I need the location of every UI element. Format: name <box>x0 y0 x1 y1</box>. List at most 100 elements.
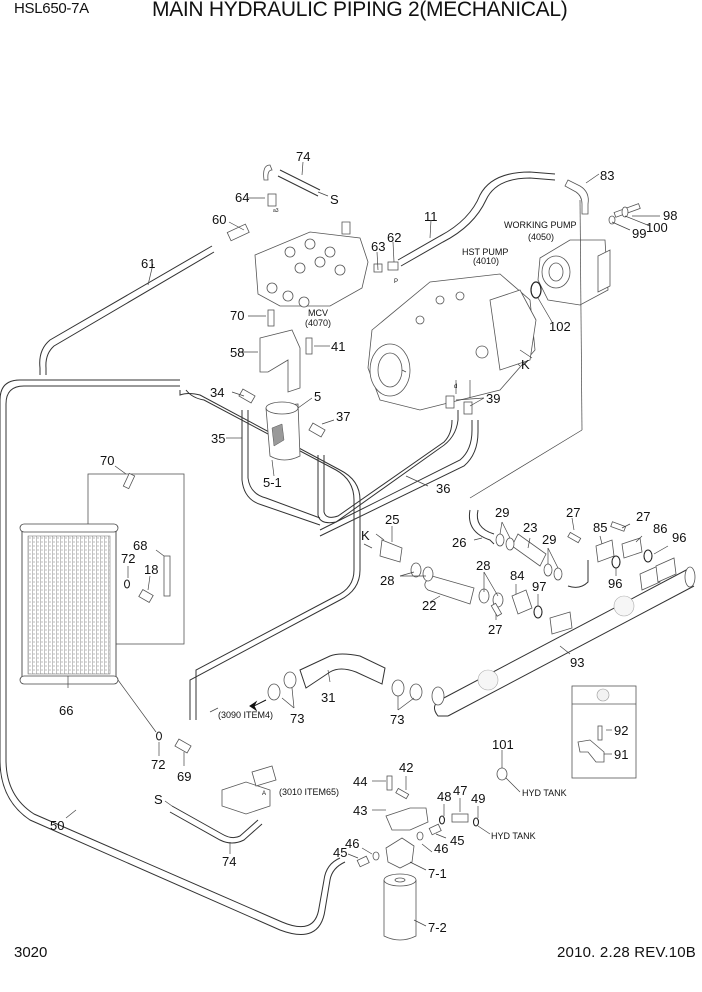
washer-46b <box>416 831 424 841</box>
pipe-93 <box>439 567 691 701</box>
washer-46a <box>372 851 380 861</box>
callout-22: 22 <box>422 598 436 613</box>
model-number: HSL650-7A <box>14 0 89 17</box>
page-title: MAIN HYDRAULIC PIPING 2(MECHANICAL) <box>152 0 568 21</box>
clamp-29a <box>495 533 505 547</box>
clamp-29d <box>553 567 563 581</box>
o-ring-97 <box>533 605 543 619</box>
callout-28-right: 28 <box>476 558 490 573</box>
marker-k-pump: K <box>521 357 530 372</box>
marker-k-fitting: K <box>361 528 370 543</box>
pipe-93-lower <box>447 585 695 717</box>
hose-11 <box>397 171 556 261</box>
callout-45-right: 45 <box>450 833 464 848</box>
callout-61: 61 <box>141 256 155 271</box>
marker-s-top: S <box>330 192 339 207</box>
bolt-41 <box>305 337 313 355</box>
tube-26 <box>468 509 495 545</box>
callout-84: 84 <box>510 568 524 583</box>
hose-36d <box>319 420 479 537</box>
elbow-83 <box>564 179 589 215</box>
oil-cooler-66 <box>19 473 185 685</box>
callout-5-1: 5-1 <box>263 475 282 490</box>
callout-58: 58 <box>230 345 244 360</box>
callout-46-left: 46 <box>345 836 359 851</box>
callout-11: 11 <box>424 209 438 224</box>
fitting-34 <box>238 388 256 404</box>
callout-47: 47 <box>453 783 467 798</box>
plug-101 <box>496 767 508 781</box>
clamp-28a <box>410 562 422 578</box>
fitting-45b <box>356 855 370 868</box>
bolt-27b <box>567 531 582 544</box>
clamp-29b <box>505 537 515 551</box>
callout-39: 39 <box>486 391 500 406</box>
callout-37: 37 <box>336 409 350 424</box>
callout-27-mid: 27 <box>566 505 580 520</box>
washer-100 <box>621 206 629 218</box>
callout-97: 97 <box>532 579 546 594</box>
fitting-37 <box>308 422 326 438</box>
callout-83: 83 <box>600 168 614 183</box>
bracket-58 <box>259 329 301 393</box>
callout-100: 100 <box>646 220 668 235</box>
callout-18: 18 <box>144 562 158 577</box>
component-label-hst-pump: HST PUMP <box>462 247 508 257</box>
return-pipe-loop-inner <box>185 389 355 720</box>
flange-93c <box>655 557 677 583</box>
pipe-93-clamp-b <box>477 669 499 691</box>
clamp-73d <box>409 683 423 701</box>
o-ring-96b <box>643 549 653 563</box>
callout-25: 25 <box>385 512 399 527</box>
hyd-tank-label-2: HYD TANK <box>491 831 536 841</box>
callout-74: 74 <box>296 149 310 164</box>
hose-36c <box>319 420 473 531</box>
o-ring-48 <box>438 815 446 825</box>
bolt-70a <box>267 309 275 327</box>
fitting-64 <box>267 193 277 207</box>
pipe-93-clamp-a <box>613 595 635 617</box>
callout-85: 85 <box>593 520 607 535</box>
callout-96-left: 96 <box>608 576 622 591</box>
callout-43: 43 <box>353 803 367 818</box>
hose-74-bottom <box>171 805 259 839</box>
fitting-25 <box>379 539 403 563</box>
callout-45-left: 45 <box>333 845 347 860</box>
hyd-tank-label-1: HYD TANK <box>522 788 567 798</box>
callout-27-right: 27 <box>636 509 650 524</box>
callout-31: 31 <box>321 690 335 705</box>
callout-5: 5 <box>314 389 321 404</box>
hose-35 <box>241 410 321 526</box>
fitting-39b <box>463 401 473 415</box>
bolt-70b <box>122 472 136 490</box>
o-ring-72a <box>123 579 131 589</box>
callout-26: 26 <box>452 535 466 550</box>
callout-7-1: 7-1 <box>428 866 447 881</box>
callout-69: 69 <box>177 769 191 784</box>
callout-64: 64 <box>235 190 249 205</box>
callout-70-mcv: 70 <box>230 308 244 323</box>
callout-34: 34 <box>210 385 224 400</box>
callout-29-right: 29 <box>542 532 556 547</box>
fitting-69 <box>174 738 192 754</box>
component-ref-working-pump: (4050) <box>528 232 554 242</box>
o-ring-96a <box>611 555 621 569</box>
clamp-29c <box>543 563 553 577</box>
callout-36: 36 <box>436 481 450 496</box>
callout-70-cooler: 70 <box>100 453 114 468</box>
tube-85 <box>567 560 589 588</box>
clamp-28b <box>422 566 434 582</box>
bolt-42 <box>395 787 410 800</box>
fitting-47 <box>451 813 469 823</box>
clamp-73c <box>391 679 405 697</box>
port-a3: a3 <box>273 208 279 214</box>
callout-48: 48 <box>437 789 451 804</box>
callout-66: 66 <box>59 703 73 718</box>
fitting-45a <box>428 823 442 836</box>
callout-7-2: 7-2 <box>428 920 447 935</box>
callout-63: 63 <box>371 239 385 254</box>
hose-36a <box>317 410 459 524</box>
fitting-18 <box>138 588 154 604</box>
component-label-working-pump: WORKING PUMP <box>504 220 577 230</box>
